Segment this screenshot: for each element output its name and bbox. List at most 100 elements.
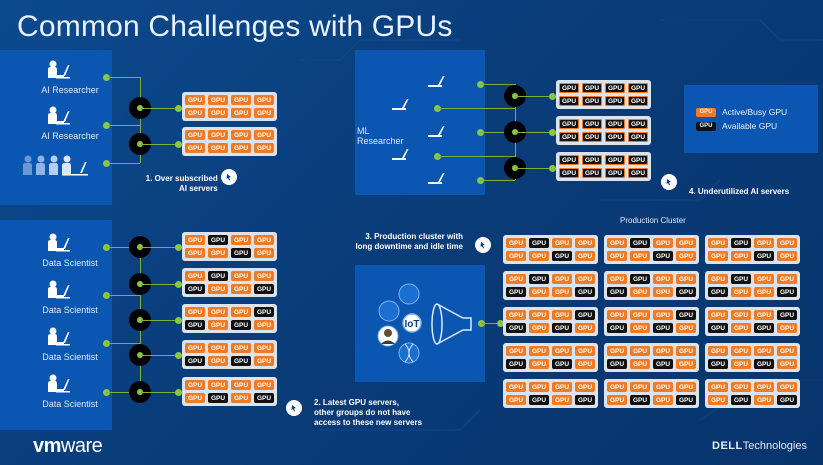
busy-gpu: GPU [506, 395, 526, 405]
busy-gpu: GPU [630, 359, 650, 369]
busy-gpu: GPU [653, 395, 673, 405]
available-gpu: GPU [231, 248, 251, 258]
available-gpu: GPU [628, 83, 648, 93]
busy-gpu: GPU [676, 359, 696, 369]
busy-gpu: GPU [630, 323, 650, 333]
available-gpu: GPU [231, 356, 251, 366]
connector-line [515, 96, 552, 97]
busy-gpu: GPU [185, 143, 205, 153]
available-gpu: GPU [653, 359, 673, 369]
ai-researcher-label: AI Researcher [41, 131, 99, 141]
available-gpu: GPU [254, 284, 274, 294]
busy-gpu: GPU [185, 393, 205, 403]
cloud-data-icon [398, 283, 420, 305]
busy-gpu: GPU [552, 238, 572, 248]
busy-gpu: GPU [676, 382, 696, 392]
available-gpu: GPU [607, 359, 627, 369]
connector-dot [497, 320, 504, 327]
available-gpu: GPU [575, 395, 595, 405]
busy-gpu: GPU [607, 382, 627, 392]
busy-gpu: GPU [630, 251, 650, 261]
connector-line [437, 156, 515, 157]
busy-gpu: GPU [653, 310, 673, 320]
available-gpu: GPU [676, 287, 696, 297]
available-gpu: GPU [559, 96, 579, 106]
available-gpu: GPU [628, 132, 648, 142]
busy-gpu: GPU [708, 251, 728, 261]
busy-gpu: GPU [630, 310, 650, 320]
iot-icon [402, 313, 422, 333]
available-gpu-swatch: GPU [696, 121, 716, 131]
connector-line [140, 320, 178, 321]
available-gpu: GPU [630, 274, 650, 284]
cursor-icon [475, 237, 491, 253]
connector-line [480, 84, 515, 85]
busy-gpu: GPU [676, 238, 696, 248]
busy-gpu-swatch: GPU [696, 107, 716, 117]
busy-gpu: GPU [653, 382, 673, 392]
busy-gpu: GPU [185, 235, 205, 245]
available-gpu: GPU [754, 359, 774, 369]
busy-gpu: GPU [208, 95, 228, 105]
section2-caption: 2. Latest GPU servers, other groups do n… [314, 398, 423, 427]
connector-line [106, 295, 140, 296]
available-gpu: GPU [607, 287, 627, 297]
busy-gpu: GPU [231, 284, 251, 294]
available-gpu: GPU [185, 284, 205, 294]
busy-gpu: GPU [529, 346, 549, 356]
busy-gpu: GPU [552, 287, 572, 297]
busy-gpu: GPU [506, 346, 526, 356]
busy-gpu: GPU [208, 356, 228, 366]
connector-line [140, 247, 178, 248]
blank-circle-icon [378, 300, 400, 322]
busy-gpu: GPU [185, 380, 205, 390]
available-gpu: GPU [777, 287, 797, 297]
available-gpu: GPU [559, 168, 579, 178]
cursor-icon [221, 169, 237, 185]
busy-gpu: GPU [676, 323, 696, 333]
busy-gpu: GPU [653, 274, 673, 284]
busy-gpu: GPU [731, 359, 751, 369]
available-gpu: GPU [628, 96, 648, 106]
laptop-icon [392, 148, 410, 166]
person-laptop-icon [46, 60, 72, 87]
available-gpu: GPU [529, 274, 549, 284]
busy-gpu: GPU [607, 310, 627, 320]
section3-caption: 3. Production cluster with long downtime… [355, 232, 463, 251]
busy-gpu: GPU [208, 320, 228, 330]
busy-gpu: GPU [254, 95, 274, 105]
data-scientist-label: Data Scientist [42, 399, 98, 409]
connector-line [106, 247, 140, 248]
connector-dot [175, 105, 182, 112]
busy-gpu: GPU [185, 248, 205, 258]
busy-gpu: GPU [575, 346, 595, 356]
busy-gpu: GPU [231, 108, 251, 118]
busy-gpu: GPU [231, 235, 251, 245]
available-gpu: GPU [208, 393, 228, 403]
person-laptop-icon [46, 327, 72, 354]
busy-gpu: GPU [607, 238, 627, 248]
busy-gpu: GPU [731, 287, 751, 297]
busy-gpu: GPU [208, 108, 228, 118]
connector-line [140, 355, 178, 356]
busy-gpu: GPU [754, 346, 774, 356]
laptop-icon [428, 125, 446, 143]
busy-gpu: GPU [185, 271, 205, 281]
busy-gpu: GPU [653, 238, 673, 248]
available-gpu: GPU [559, 132, 579, 142]
available-gpu: GPU [731, 395, 751, 405]
busy-gpu: GPU [777, 359, 797, 369]
busy-gpu: GPU [630, 287, 650, 297]
available-gpu: GPU [582, 119, 602, 129]
available-gpu: GPU [630, 238, 650, 248]
available-gpu: GPU [708, 287, 728, 297]
busy-gpu: GPU [254, 248, 274, 258]
available-gpu: GPU [731, 238, 751, 248]
available-gpu: GPU [676, 395, 696, 405]
